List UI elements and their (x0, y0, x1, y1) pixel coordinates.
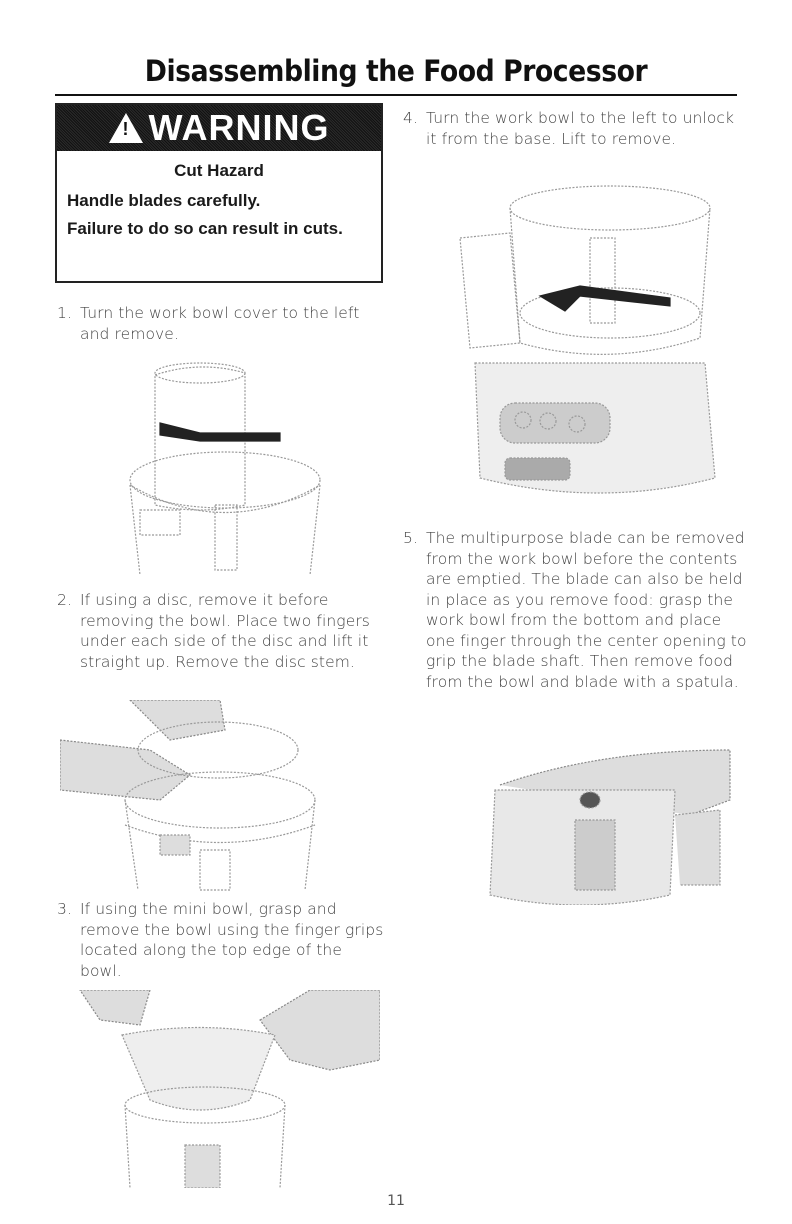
step-number: 3. (57, 900, 72, 918)
warning-header: ! WARNING (57, 105, 381, 151)
warning-triangle-icon: ! (108, 113, 143, 143)
step-text: The multipurpose blade can be removed fr… (426, 529, 747, 691)
step-text: Turn the work bowl cover to the left and… (80, 304, 360, 343)
page-title: Disassembling the Food Processor (144, 54, 648, 88)
warning-line: Handle blades carefully. (67, 191, 261, 210)
title-rule (55, 94, 737, 96)
figure-mini-bowl-removal (60, 990, 380, 1188)
step-number: 5. (403, 529, 418, 547)
warning-signal-word: WARNING (148, 107, 330, 148)
step-5: 5. The multipurpose blade can be removed… (403, 528, 748, 692)
warning-box: ! WARNING Cut Hazard Handle blades caref… (55, 103, 383, 283)
step-2: 2. If using a disc, remove it before rem… (57, 590, 387, 672)
arrow-left-icon (538, 285, 671, 312)
page-number: 11 (387, 1193, 405, 1209)
step-text: Turn the work bowl to the left to unlock… (426, 109, 735, 148)
step-3: 3. If using the mini bowl, grasp and rem… (57, 899, 387, 981)
step-text: If using a disc, remove it before removi… (80, 591, 370, 671)
step-1: 1. Turn the work bowl cover to the left … (57, 303, 377, 344)
figure-disc-removal (60, 700, 380, 892)
step-4: 4. Turn the work bowl to the left to unl… (403, 108, 743, 149)
step-text: If using the mini bowl, grasp and remove… (80, 900, 384, 980)
figure-blade-grip (480, 745, 755, 905)
arrow-left-icon (159, 422, 281, 442)
figure-work-bowl-removal (440, 178, 730, 513)
step-number: 2. (57, 591, 72, 609)
warning-line: Failure to do so can result in cuts. (67, 219, 343, 238)
step-number: 4. (403, 109, 418, 127)
figure-bowl-cover (110, 355, 330, 580)
step-number: 1. (57, 304, 72, 322)
warning-hazard: Cut Hazard (174, 161, 264, 180)
